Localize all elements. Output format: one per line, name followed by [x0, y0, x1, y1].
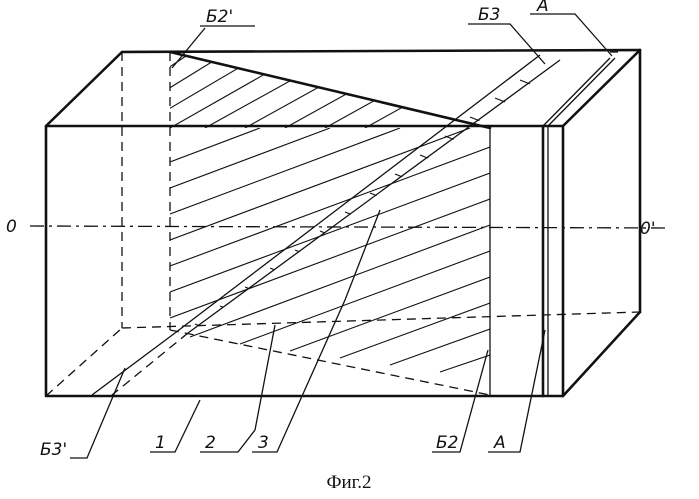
label-b2: Б2 [436, 433, 458, 453]
leader-lines [70, 14, 612, 458]
label-1: 1 [155, 433, 166, 453]
figure-caption: Фиг.2 [326, 472, 371, 493]
front-face [46, 126, 563, 396]
label-b3-prime: Б3' [40, 440, 67, 460]
label-3: 3 [258, 433, 269, 453]
hatch-front [170, 128, 490, 372]
label-b2-prime: Б2' [206, 7, 233, 27]
label-axis-o: 0 [6, 217, 17, 237]
edge-top-left [46, 52, 122, 126]
box-outline [46, 50, 640, 396]
hidden-edges [46, 52, 640, 396]
label-a-bottom: А [493, 433, 506, 453]
axis-line [30, 226, 670, 228]
label-2: 2 [205, 433, 216, 453]
label-b3: Б3 [478, 5, 500, 25]
plate-a [543, 52, 618, 396]
label-axis-o-prime: 0' [640, 219, 656, 239]
diagonal-top-face [170, 52, 490, 128]
edge-bottom-right [563, 312, 640, 396]
edge-top-back [122, 50, 640, 52]
label-a-top: А [536, 0, 549, 16]
hatch-top [150, 20, 560, 128]
edge-top-right [563, 50, 640, 126]
